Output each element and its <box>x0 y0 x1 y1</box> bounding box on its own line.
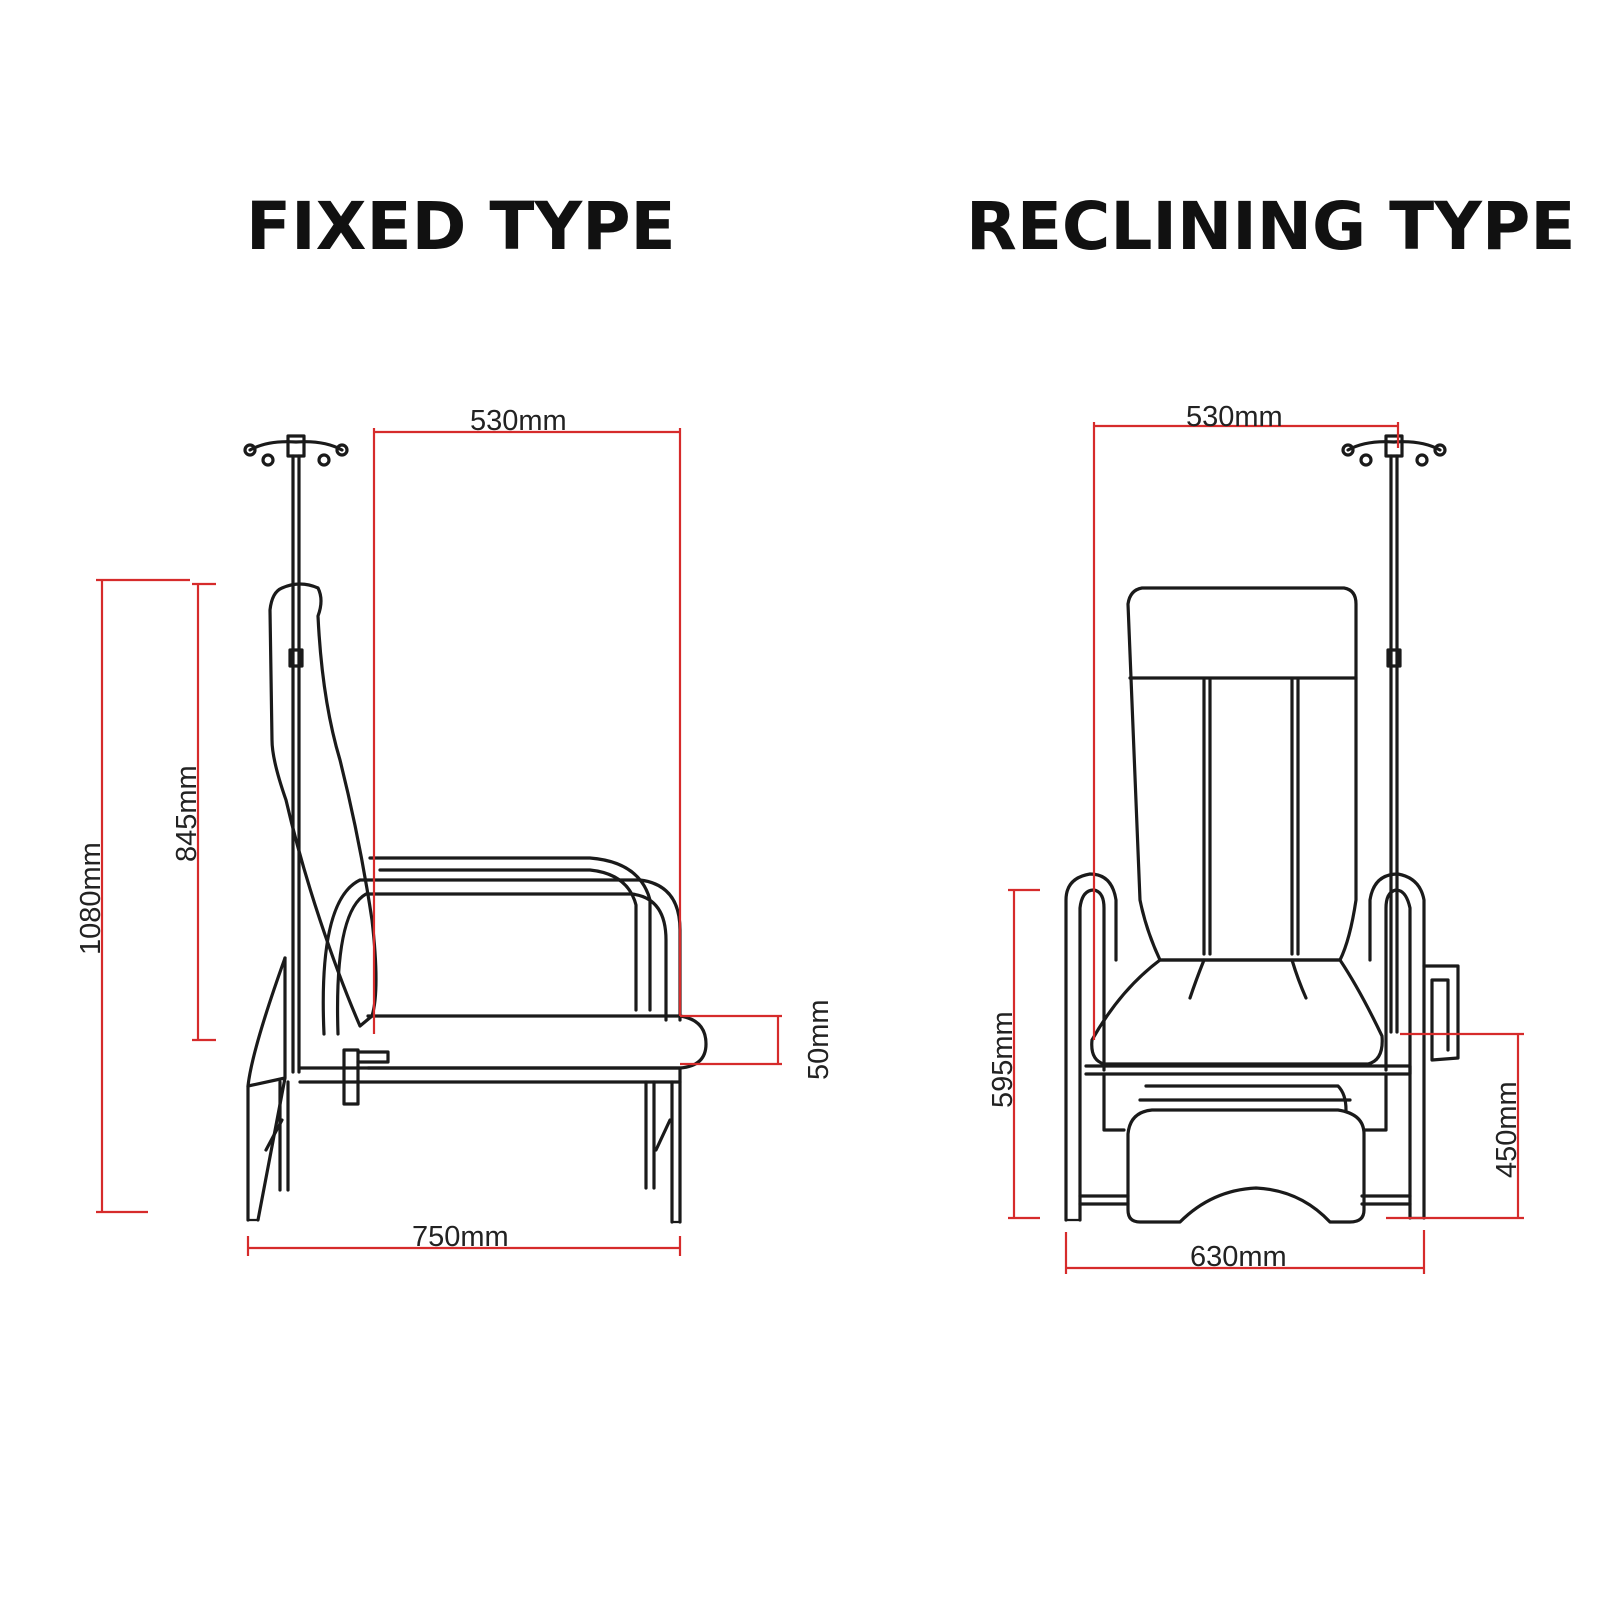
reclining-dimension-lines <box>1008 422 1524 1274</box>
fixed-backrest <box>268 582 378 1028</box>
fixed-total-height-label: 1080mm <box>75 842 107 955</box>
reclining-right-armrest <box>1368 872 1426 1220</box>
fixed-armrest <box>321 878 682 1036</box>
reclining-depth-label: 530mm <box>1186 401 1283 433</box>
reclining-backrest <box>1126 586 1358 962</box>
reclining-side-pocket <box>1422 964 1460 1062</box>
fixed-iv-hooks <box>243 434 349 467</box>
fixed-iv-pole <box>291 454 301 1074</box>
fixed-chair-drawing <box>243 434 708 1224</box>
reclining-arm-height-label: 450mm <box>1491 1081 1523 1178</box>
reclining-width-label: 630mm <box>1190 1241 1287 1273</box>
fixed-seat <box>366 1014 708 1070</box>
fixed-back-height-label: 845mm <box>171 765 203 862</box>
reclining-seat-height-label: 595mm <box>987 1011 1019 1108</box>
reclining-iv-pole <box>1389 454 1399 1034</box>
reclining-footrest <box>1138 1084 1352 1112</box>
fixed-dimension-lines <box>96 428 782 1256</box>
fixed-depth-label: 530mm <box>470 405 567 437</box>
reclining-type-title: RECLINING TYPE <box>966 188 1576 265</box>
reclining-iv-hooks <box>1341 434 1447 467</box>
reclining-seat <box>1090 958 1384 1066</box>
fixed-length-label: 750mm <box>412 1221 509 1253</box>
reclining-chair-drawing <box>1064 434 1460 1224</box>
fixed-type-title: FIXED TYPE <box>246 188 676 265</box>
fixed-seat-thickness-label: 50mm <box>803 999 835 1080</box>
